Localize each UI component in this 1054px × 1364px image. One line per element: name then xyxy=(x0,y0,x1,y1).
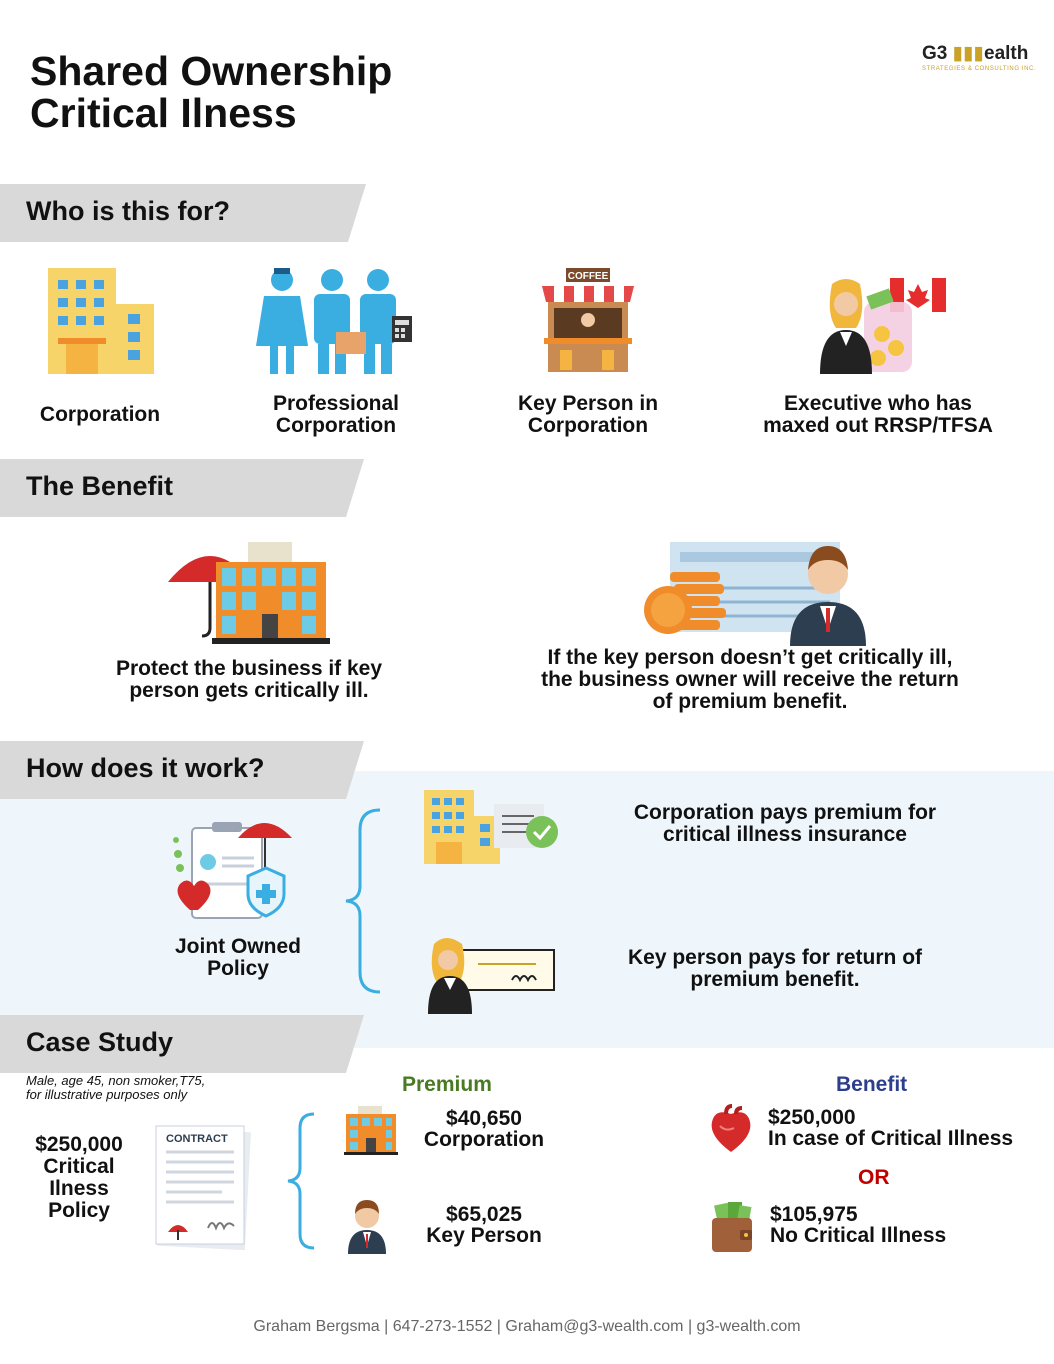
who-item-professional-corporation: Professional Corporation xyxy=(272,392,400,437)
benefit-return-text: If the key person doesn’t get critically… xyxy=(541,646,959,713)
or-separator: OR xyxy=(858,1166,890,1189)
logo-text-a: G3 xyxy=(922,43,953,64)
premium-key-person-amount: $65,025 xyxy=(446,1203,522,1226)
corporation-payment-icon xyxy=(424,790,558,864)
professionals-icon xyxy=(256,268,412,374)
premium-heading: Premium xyxy=(402,1073,492,1096)
corporation-building-icon xyxy=(48,268,154,374)
benefit-no-critical-illness: $105,975 No Critical Illness xyxy=(770,1204,946,1246)
logo-subtitle: STRATEGIES & CONSULTING INC. xyxy=(922,66,1037,72)
benefit-protect-text: Protect the business if key person gets … xyxy=(115,657,383,702)
who-item-corporation: Corporation xyxy=(39,403,161,426)
key-person-cheque-icon xyxy=(428,938,555,1014)
title-line-1: Shared Ownership xyxy=(30,48,393,94)
bars-icon: ▮▮▮ xyxy=(952,43,984,64)
svg-text:COFFEE: COFFEE xyxy=(568,271,609,282)
health-policy-icon xyxy=(173,822,292,919)
benefit-heading: Benefit xyxy=(836,1073,908,1096)
section-header-how: How does it work? xyxy=(0,741,364,799)
case-bracket xyxy=(287,1112,315,1250)
small-building-icon xyxy=(344,1106,398,1155)
section-header-who: Who is this for? xyxy=(0,184,366,242)
who-item-key-person: Key Person in Corporation xyxy=(517,392,659,437)
benefit-critical-illness: $250,000 In case of Critical Illness xyxy=(768,1107,1013,1149)
footer-contact: Graham Bergsma | 647-273-1552 | Graham@g… xyxy=(253,1318,801,1335)
section-header-benefit: The Benefit xyxy=(0,459,364,517)
benefit-no-critical-illness-amount: $105,975 xyxy=(770,1203,858,1226)
benefit-no-critical-illness-label: No Critical Illness xyxy=(770,1224,947,1247)
premium-corporation-amount: $40,650 xyxy=(446,1107,522,1130)
umbrella-building-icon xyxy=(168,542,330,644)
benefit-critical-illness-amount: $250,000 xyxy=(768,1106,856,1129)
corporation-pays-text: Corporation pays premium for critical il… xyxy=(633,801,937,846)
wallet-icon xyxy=(712,1202,752,1252)
section-header-case: Case Study xyxy=(0,1015,364,1073)
executive-savings-icon xyxy=(820,278,946,374)
contract-label: CONTRACT xyxy=(166,1133,228,1145)
premium-corporation: $40,650 Corporation xyxy=(404,1108,564,1150)
case-study-note: Male, age 45, non smoker,T75, for illust… xyxy=(26,1073,206,1102)
contract-document-icon: CONTRACT xyxy=(152,1124,252,1250)
coffee-shop-icon: COFFEE xyxy=(542,268,634,372)
cheque-coins-person-icon xyxy=(644,542,866,646)
key-person-avatar-icon xyxy=(348,1200,386,1254)
premium-corporation-label: Corporation xyxy=(423,1128,545,1151)
benefit-critical-illness-label: In case of Critical Illness xyxy=(768,1127,1014,1150)
key-person-pays-text: Key person pays for return of premium be… xyxy=(627,946,923,991)
how-bracket xyxy=(345,808,381,994)
company-logo: G3 ▮▮▮ealth STRATEGIES & CONSULTING INC. xyxy=(922,42,1042,72)
who-item-executive: Executive who has maxed out RRSP/TFSA xyxy=(763,392,993,437)
heart-icon xyxy=(711,1104,751,1152)
premium-key-person: $65,025 Key Person xyxy=(404,1204,564,1246)
premium-key-person-label: Key Person xyxy=(426,1224,542,1247)
case-policy-label: $250,000 Critical Ilness Policy xyxy=(35,1133,123,1222)
title-line-2: Critical Ilness xyxy=(30,90,297,136)
joint-owned-policy-label: Joint Owned Policy xyxy=(175,935,301,980)
page-title: Shared Ownership Critical Ilness xyxy=(30,50,392,134)
logo-text-b: ealth xyxy=(984,43,1029,64)
